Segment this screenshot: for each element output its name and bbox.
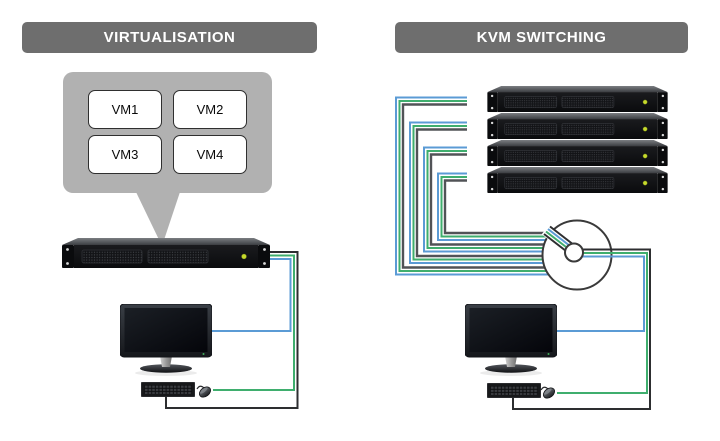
monitor-icon-right [465, 304, 557, 376]
virtualisation-header: VIRTUALISATION [22, 22, 317, 53]
server-icon-1 [486, 86, 669, 112]
server-icon-2 [486, 113, 669, 139]
vm-speech-bubble: VM1 VM2 VM3 VM4 [63, 72, 272, 193]
server-icon-3 [486, 140, 669, 166]
kvm-switching-header: KVM SWITCHING [395, 22, 688, 53]
virtualisation-cables [165, 251, 299, 409]
coil-hub-icon [564, 242, 584, 263]
mouse-icon-right [540, 385, 558, 400]
server-icon-virtualisation [62, 238, 270, 268]
keyboard-icon-right [487, 383, 541, 398]
mouse-icon-left [196, 384, 214, 399]
monitor-icon-left [120, 304, 212, 376]
bubble-tail [136, 192, 180, 246]
vm-box-2: VM2 [173, 90, 247, 129]
keyboard-icon-left [141, 382, 195, 397]
vm-box-3: VM3 [88, 135, 162, 174]
kvm-cable-bundles [395, 96, 560, 276]
vm-box-4: VM4 [173, 135, 247, 174]
vm-box-1: VM1 [88, 90, 162, 129]
server-icon-4 [486, 167, 669, 193]
kvm-console-cables [512, 248, 651, 410]
